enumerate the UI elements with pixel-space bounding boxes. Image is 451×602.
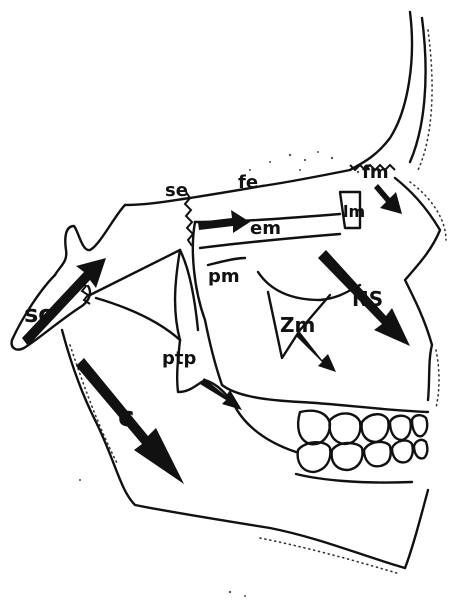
label-lm: lm <box>343 202 365 221</box>
em-arrow <box>198 210 250 233</box>
label-fe: fe <box>238 172 258 193</box>
nasal-bone <box>350 12 432 170</box>
teeth <box>298 411 428 472</box>
label-pm: pm <box>208 266 240 287</box>
zygomatic-arch <box>55 205 198 340</box>
label-fm: fm <box>362 162 389 183</box>
label-em: em <box>250 218 281 239</box>
pterygoid-region <box>177 340 428 412</box>
zm-arrow <box>296 332 336 372</box>
label-se: se <box>165 180 188 201</box>
mandible <box>62 330 428 574</box>
label-ptp: ptp <box>162 348 196 369</box>
label-ns: NS <box>352 287 383 311</box>
label-zm: Zm <box>280 313 315 337</box>
fm-arrow <box>374 184 402 214</box>
label-so: so <box>24 300 55 328</box>
label-c: c <box>118 400 135 433</box>
